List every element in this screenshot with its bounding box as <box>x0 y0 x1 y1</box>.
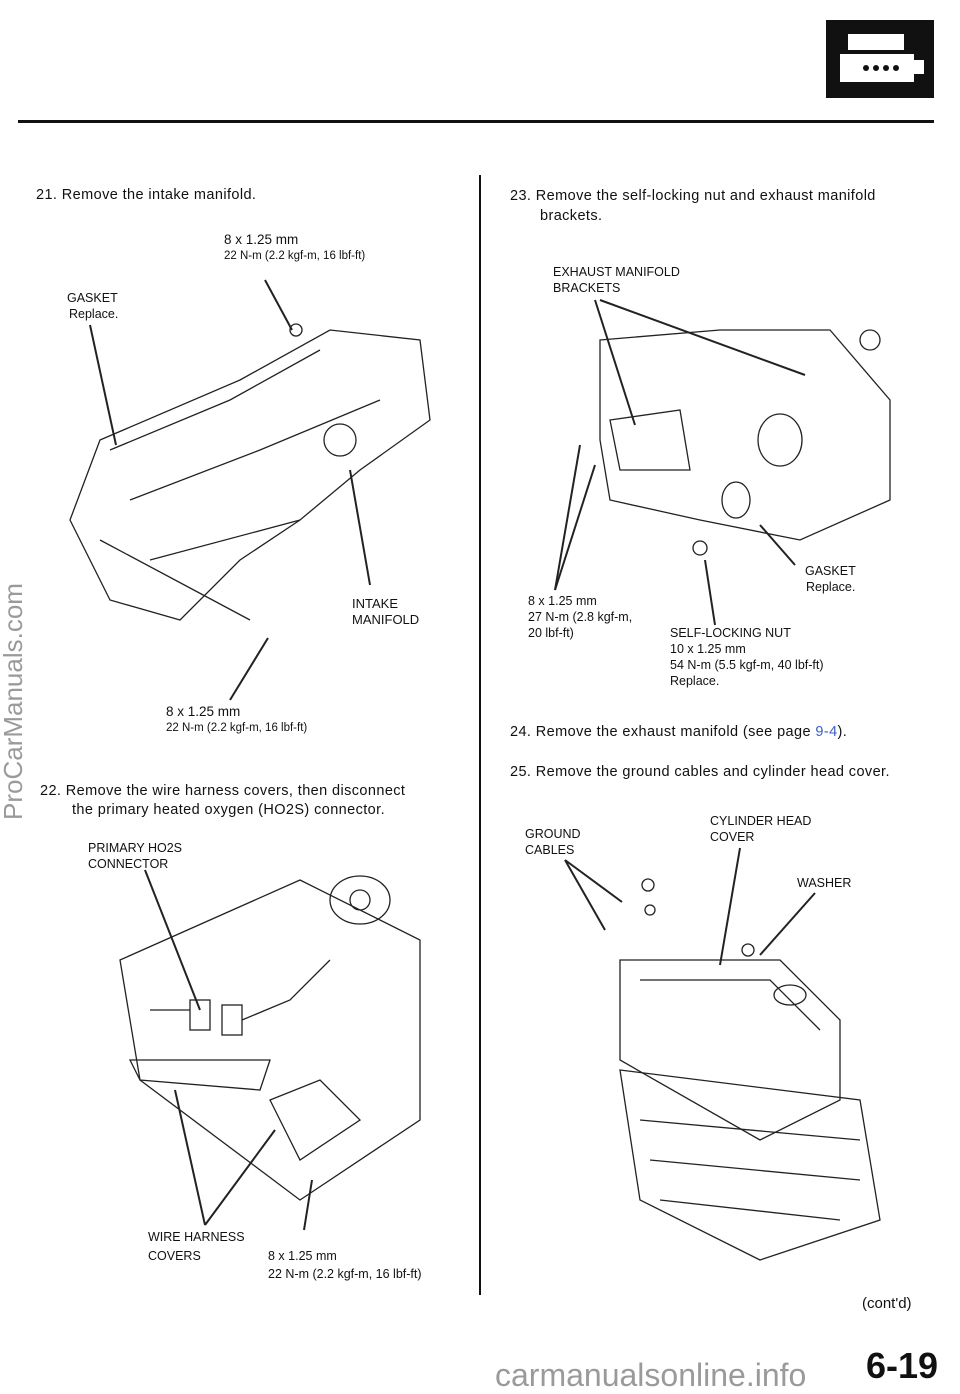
step-21: 21. Remove the intake manifold. <box>36 187 257 203</box>
cover-label-2: COVER <box>710 830 755 844</box>
step-24-text: 24. Remove the exhaust manifold (see pag… <box>510 724 816 740</box>
bolt-spec-size: 8 x 1.25 mm <box>268 1249 337 1263</box>
washer-label: WASHER <box>797 876 852 890</box>
step-24: 24. Remove the exhaust manifold (see pag… <box>510 721 847 743</box>
nut-torque: 54 N-m (5.5 kgf-m, 40 lbf-ft) <box>670 658 824 672</box>
brackets-label-2: BRACKETS <box>553 281 621 295</box>
intake-label: INTAKE <box>352 596 398 611</box>
nut-size: 10 x 1.25 mm <box>670 642 746 656</box>
header-rule <box>18 120 934 123</box>
bolt-spec-torque: 22 N-m (2.2 kgf-m, 16 lbf-ft) <box>224 250 366 262</box>
bolt-spec-size: 8 x 1.25 mm <box>224 232 299 247</box>
step-23-line2: brackets. <box>540 208 603 224</box>
column-divider <box>479 175 481 1295</box>
step-22: 22. Remove the wire harness covers, then… <box>40 783 406 799</box>
step-25: 25. Remove the ground cables and cylinde… <box>510 764 890 780</box>
step-23: 23. Remove the self-locking nut and exha… <box>510 188 876 204</box>
nut-note: Replace. <box>670 674 720 688</box>
page-link[interactable]: 9-4 <box>815 724 838 740</box>
watermark-left: ProCarManuals.com <box>0 583 28 820</box>
intake-label-2: MANIFOLD <box>352 612 420 627</box>
bolt-spec-size: 8 x 1.25 mm <box>166 704 241 719</box>
brackets-label: EXHAUST MANIFOLD <box>553 265 680 279</box>
exhaust-manifold-illustration <box>599 329 891 556</box>
engine-section-icon <box>826 20 934 98</box>
bolt-spec-torque-2: 20 lbf-ft) <box>528 626 574 640</box>
ho2s-label-2: CONNECTOR <box>88 857 169 871</box>
engine-icon <box>840 34 924 82</box>
gasket-label: GASKET <box>67 291 118 305</box>
covers-label: WIRE HARNESS <box>148 1230 245 1244</box>
right-leaders <box>554 299 816 966</box>
gasket-note: Replace. <box>69 307 119 321</box>
step-24-end: ). <box>837 724 848 740</box>
left-leaders <box>89 279 371 1231</box>
bolt-spec-torque: 22 N-m (2.2 kgf-m, 16 lbf-ft) <box>268 1267 422 1281</box>
bolt-spec-torque: 22 N-m (2.2 kgf-m, 16 lbf-ft) <box>166 722 308 734</box>
wire-harness-illustration <box>119 875 421 1201</box>
cover-label: CYLINDER HEAD <box>710 814 812 828</box>
gasket-note: Replace. <box>806 580 856 594</box>
page-number: 6-19 <box>866 1345 939 1386</box>
covers-label-2: COVERS <box>148 1249 201 1263</box>
ground-label: GROUND <box>525 827 581 841</box>
intake-manifold-illustration <box>69 323 431 621</box>
ground-label-2: CABLES <box>525 843 575 857</box>
nut-label: SELF-LOCKING NUT <box>670 626 791 640</box>
watermark-bottom: carmanualsonline.info <box>495 1357 807 1393</box>
bolt-spec-size: 8 x 1.25 mm <box>528 594 597 608</box>
gasket-label: GASKET <box>805 564 856 578</box>
ho2s-label: PRIMARY HO2S <box>88 841 183 855</box>
step-22-line2: the primary heated oxygen (HO2S) connect… <box>72 802 385 818</box>
bolt-spec-torque: 27 N-m (2.8 kgf-m, <box>528 610 633 624</box>
continued-label: (cont'd) <box>862 1295 912 1312</box>
cylinder-head-illustration <box>619 878 881 1261</box>
